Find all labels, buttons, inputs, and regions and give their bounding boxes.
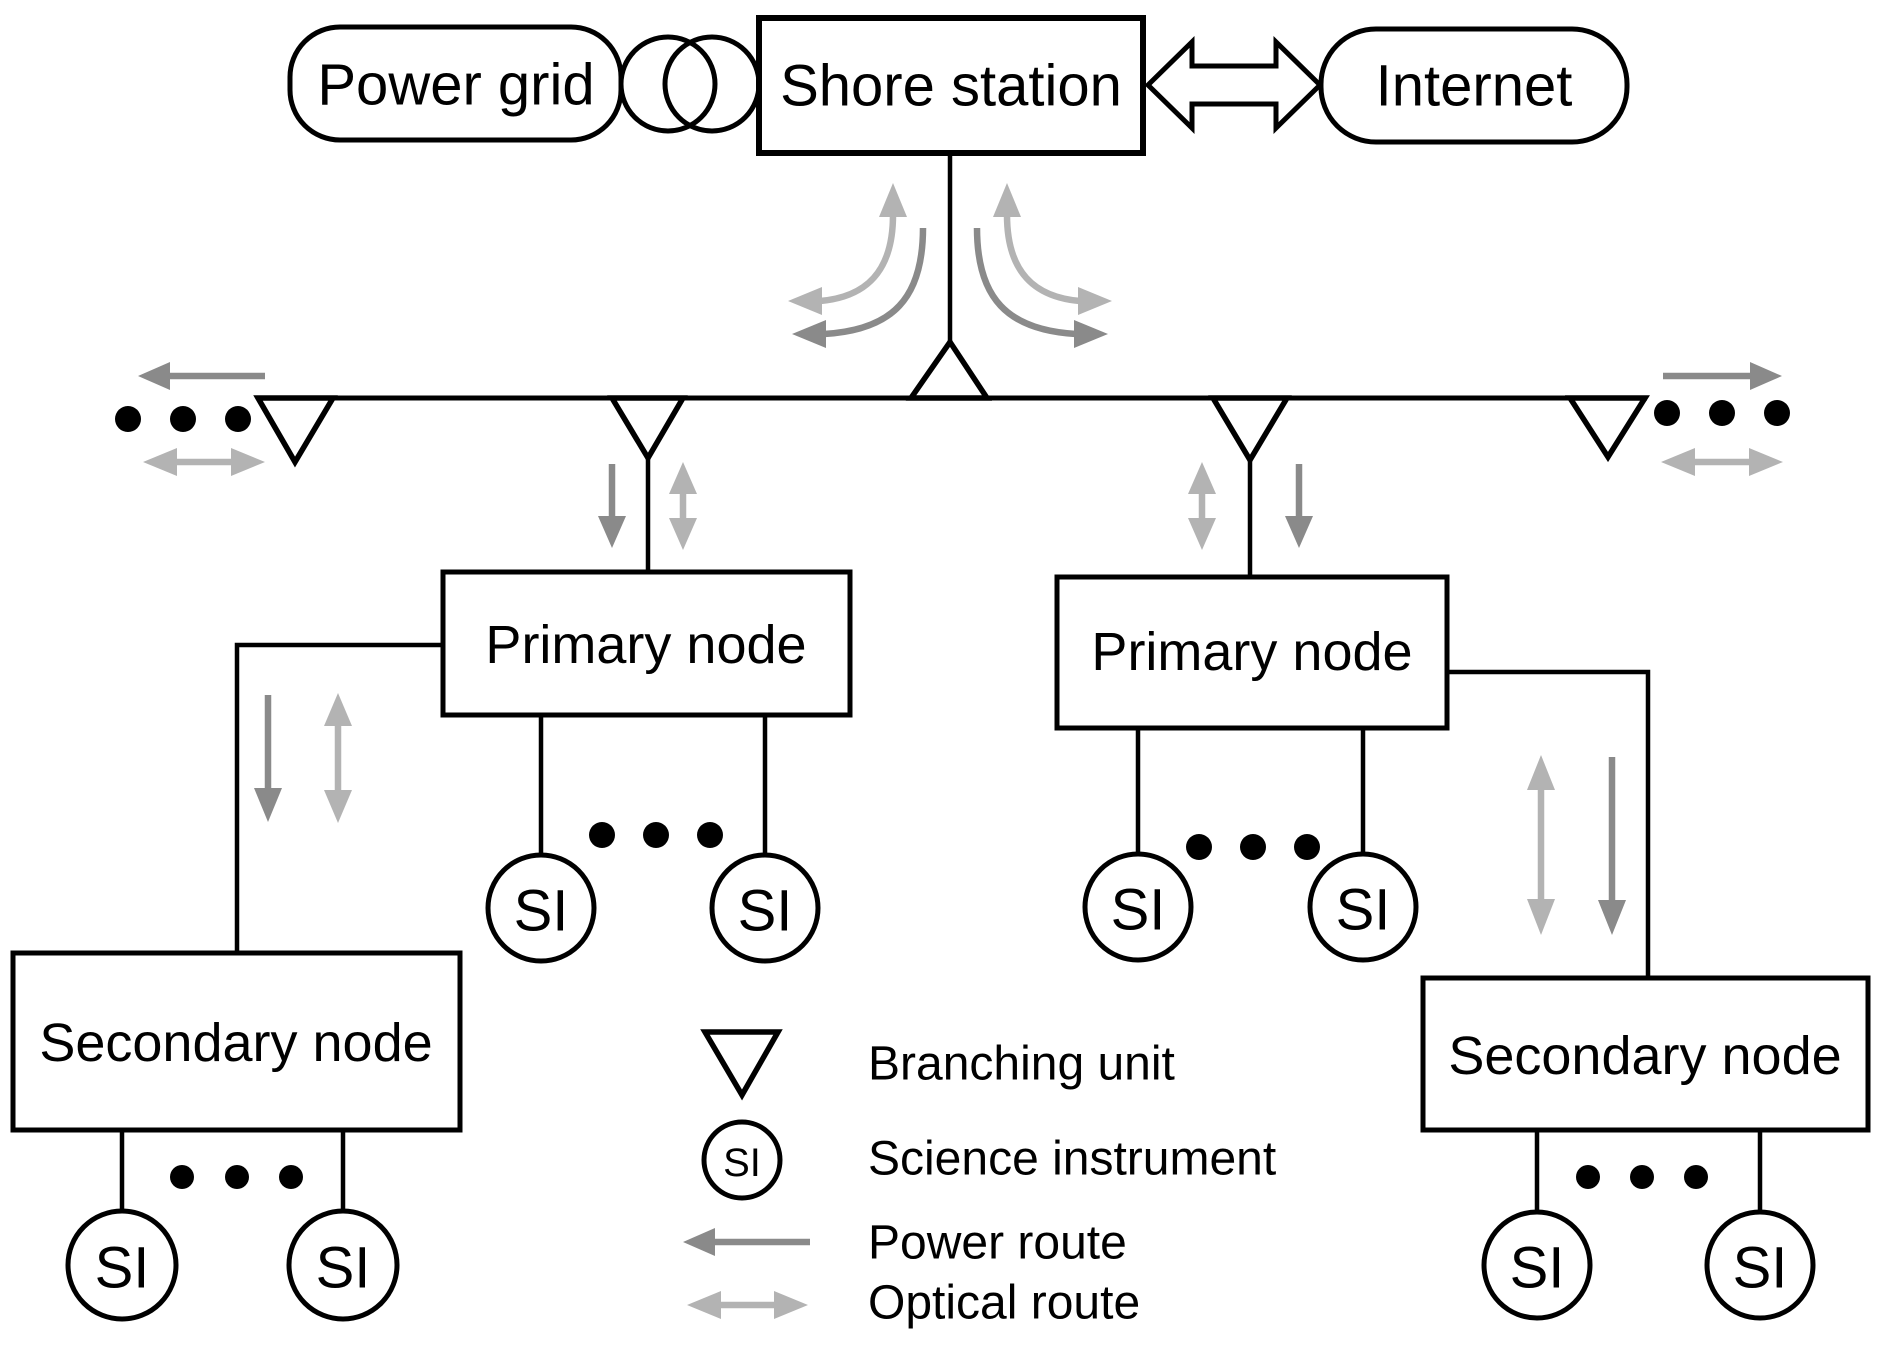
science-instrument: SI — [1481, 1209, 1593, 1321]
power-route-arrow-right-end — [1663, 362, 1782, 390]
branching-unit-icon-center — [905, 337, 993, 401]
shore-station-node — [756, 15, 1146, 156]
shore-station-label: Shore station — [780, 54, 1122, 119]
right-primary-branch: Primary node SI SI — [1054, 460, 1450, 963]
branching-unit-icon-left — [607, 395, 688, 464]
internet-bidirectional-arrow-icon — [1144, 36, 1324, 134]
science-instrument: SI — [1307, 851, 1419, 963]
si-label: SI — [1510, 1236, 1565, 1301]
secondary-cable — [1447, 669, 1651, 978]
primary-node-left — [440, 569, 853, 718]
optical-route-arrow-vertical — [324, 693, 352, 823]
right-secondary-branch: Secondary node SI SI — [1420, 669, 1871, 1321]
legend: Branching unit SI Science instrument Pow… — [683, 1029, 1276, 1330]
power-route-arrow-down — [598, 464, 626, 548]
ellipsis-dots — [1576, 1165, 1708, 1189]
internet-label: Internet — [1376, 54, 1573, 119]
legend-power-route-label: Power route — [868, 1217, 1127, 1270]
secondary-node-left — [10, 950, 463, 1133]
si-label: SI — [316, 1236, 371, 1301]
power-grid-label: Power grid — [317, 53, 594, 118]
legend-branching-unit-label: Branching unit — [868, 1038, 1175, 1091]
si-label: SI — [514, 879, 569, 944]
legend-optical-route-icon — [687, 1291, 808, 1319]
optical-route-arrow-vertical — [1527, 755, 1555, 935]
optical-route-arrow-vertical — [1188, 462, 1216, 550]
ellipsis-dots — [1186, 834, 1320, 860]
top-row: Power grid Shore station Internet — [287, 15, 1630, 156]
primary-node-left-label: Primary node — [485, 615, 806, 675]
secondary-node-left-label: Secondary node — [39, 1013, 432, 1073]
si-label: SI — [738, 879, 793, 944]
optical-route-curve-right — [993, 183, 1112, 315]
transformer-icon — [618, 34, 762, 134]
power-route-curve-left — [792, 227, 927, 348]
si-label: SI — [723, 1141, 761, 1185]
backbone-right-continuation — [1654, 362, 1790, 476]
left-primary-branch: Primary node SI SI — [440, 458, 853, 964]
science-instrument: SI — [286, 1208, 400, 1322]
optical-route-arrow-vertical — [669, 462, 697, 550]
ellipsis-dots — [170, 1165, 303, 1189]
branching-unit-icon-left-end — [253, 395, 338, 468]
science-instrument: SI — [65, 1208, 179, 1322]
science-instrument: SI — [1082, 851, 1194, 963]
si-label: SI — [1111, 878, 1166, 943]
power-route-curve-right — [973, 227, 1108, 348]
optical-route-arrow-left-end — [143, 448, 265, 476]
optical-route-arrow-right-end — [1661, 448, 1783, 476]
secondary-node-right-label: Secondary node — [1448, 1026, 1841, 1086]
branching-unit-icon-right-end — [1564, 395, 1650, 463]
primary-node-right — [1054, 574, 1450, 731]
ellipsis-dots — [115, 406, 251, 432]
si-label: SI — [1336, 878, 1391, 943]
left-secondary-branch: Secondary node SI SI — [10, 642, 463, 1322]
ellipsis-dots — [589, 822, 723, 848]
legend-science-instrument-label: Science instrument — [868, 1133, 1276, 1186]
shore-to-backbone — [788, 153, 1112, 348]
si-label: SI — [1733, 1236, 1788, 1301]
internet-node — [1318, 26, 1630, 145]
power-route-arrow-down — [254, 695, 282, 822]
secondary-node-right — [1420, 975, 1871, 1133]
legend-science-instrument-icon: SI — [701, 1119, 783, 1201]
legend-optical-route-label: Optical route — [868, 1277, 1140, 1330]
science-instrument: SI — [1704, 1209, 1816, 1321]
backbone-left-continuation — [115, 362, 265, 476]
ellipsis-dots — [1654, 400, 1790, 426]
power-route-arrow-down — [1598, 757, 1626, 935]
power-route-arrow-down — [1285, 464, 1313, 548]
optical-route-curve-left — [788, 183, 907, 315]
primary-node-right-label: Primary node — [1091, 622, 1412, 682]
science-instrument: SI — [709, 852, 821, 964]
si-label: SI — [95, 1236, 150, 1301]
secondary-cable — [234, 642, 443, 953]
legend-power-route-icon — [683, 1228, 810, 1256]
power-route-arrow-left-end — [138, 362, 265, 390]
branching-unit-icon-right — [1208, 395, 1292, 466]
legend-branching-unit-icon — [700, 1029, 783, 1101]
science-instrument: SI — [485, 852, 597, 964]
